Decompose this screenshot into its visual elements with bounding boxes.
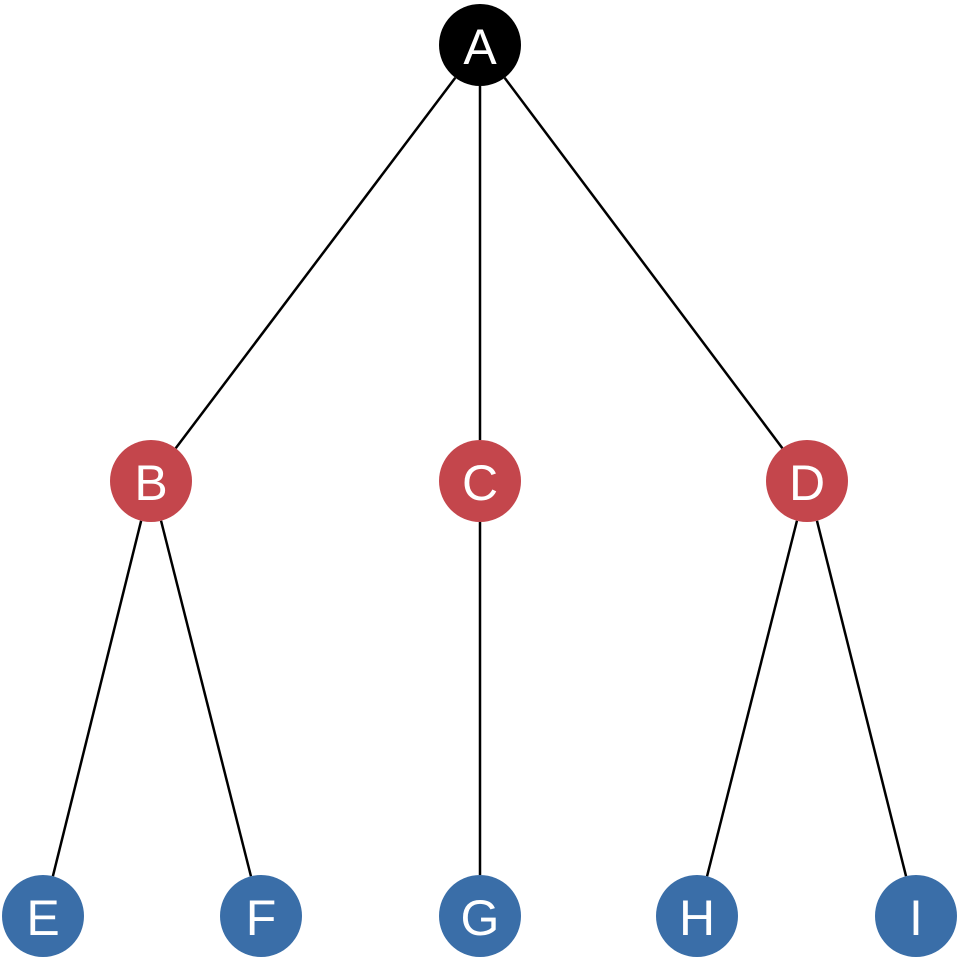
- node-label: B: [134, 455, 167, 511]
- node-label: C: [462, 455, 498, 511]
- edge-b-e: [51, 520, 143, 877]
- node-b[interactable]: B: [110, 440, 192, 522]
- node-f[interactable]: F: [220, 875, 302, 957]
- node-label: G: [461, 890, 500, 946]
- node-label: A: [463, 19, 497, 75]
- node-circle: [439, 440, 521, 522]
- node-d[interactable]: D: [766, 440, 848, 522]
- node-label: E: [26, 890, 59, 946]
- node-label: F: [246, 890, 277, 946]
- node-circle: [656, 875, 738, 957]
- node-g[interactable]: G: [439, 875, 521, 957]
- edge-a-b: [174, 76, 457, 450]
- node-circle: [439, 4, 521, 86]
- node-label: D: [789, 455, 825, 511]
- node-i[interactable]: I: [875, 875, 957, 957]
- edge-d-i: [815, 520, 908, 877]
- node-e[interactable]: E: [2, 875, 84, 957]
- node-circle: [439, 875, 521, 957]
- edge-a-d: [503, 77, 784, 449]
- edges-layer: [51, 76, 908, 877]
- node-label: I: [909, 890, 923, 946]
- node-c[interactable]: C: [439, 440, 521, 522]
- node-a[interactable]: A: [439, 4, 521, 86]
- node-label: H: [679, 890, 715, 946]
- node-circle: [2, 875, 84, 957]
- node-circle: [875, 875, 957, 957]
- node-circle: [766, 440, 848, 522]
- edge-d-h: [705, 520, 799, 877]
- node-circle: [110, 440, 192, 522]
- node-circle: [220, 875, 302, 957]
- node-h[interactable]: H: [656, 875, 738, 957]
- edge-b-f: [159, 520, 253, 877]
- nodes-layer: A B C D E F G H I: [2, 4, 957, 957]
